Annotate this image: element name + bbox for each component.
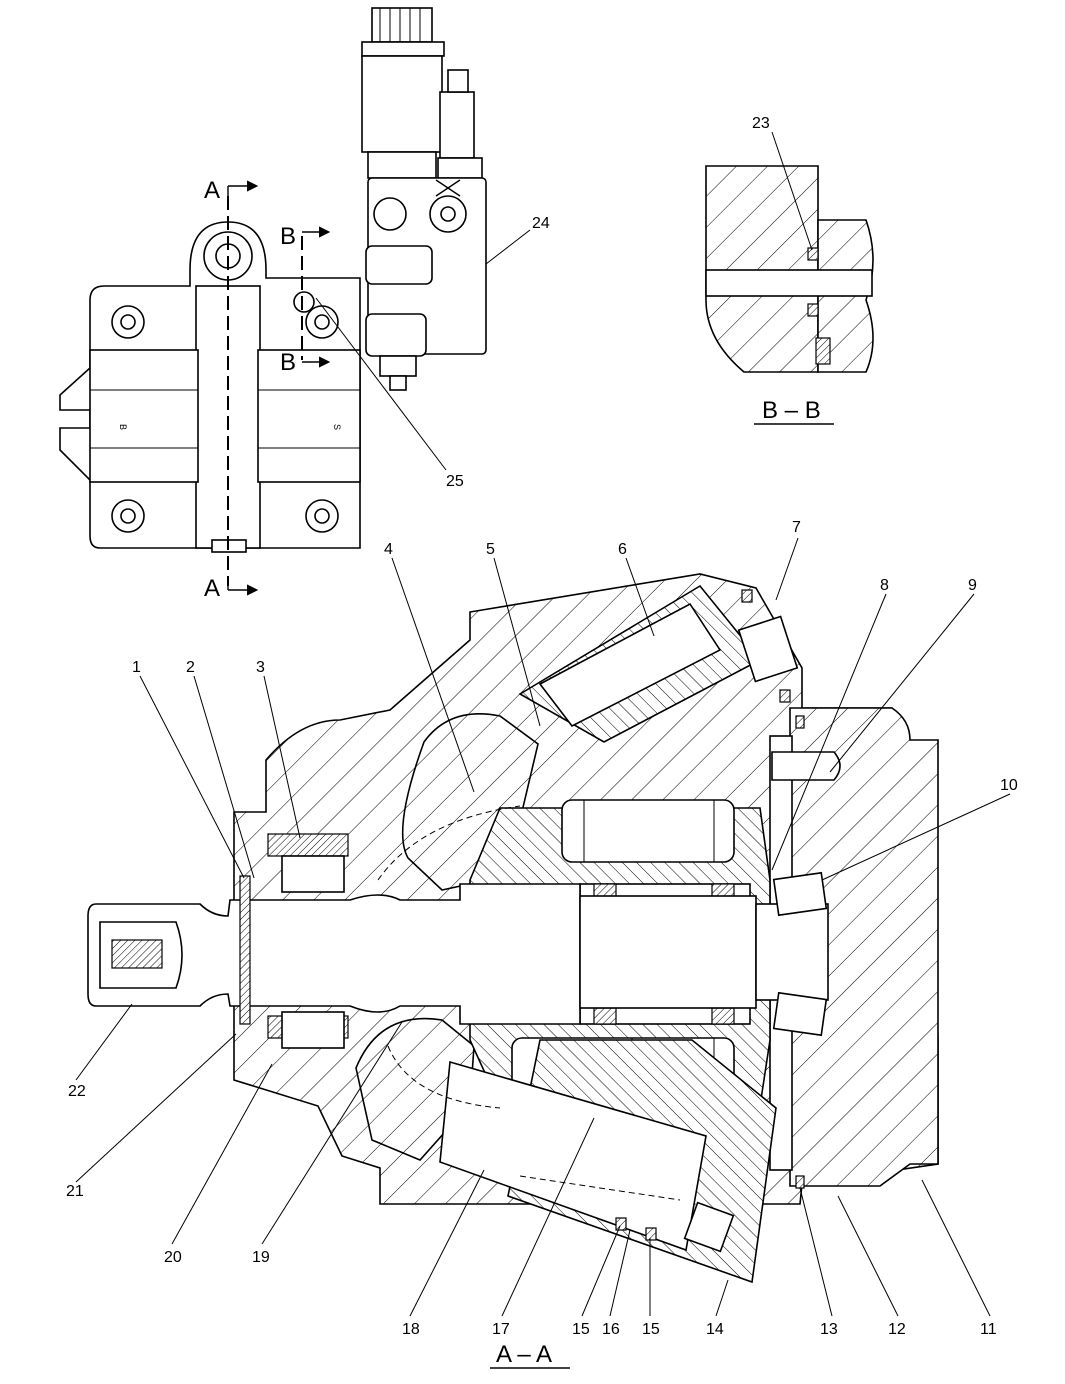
callout-10: 10	[1000, 777, 1018, 794]
callout-18: 18	[402, 1321, 420, 1338]
callout-14: 14	[706, 1321, 724, 1338]
section-b-b	[705, 131, 874, 425]
callout-5: 5	[486, 541, 495, 558]
callout-9: 9	[968, 577, 977, 594]
section-mark-b-bottom: B	[280, 349, 296, 376]
section-a-a	[87, 573, 939, 1369]
section-mark-a-top: A	[204, 177, 220, 204]
callout-23: 23	[752, 115, 770, 132]
callout-15-right: 15	[642, 1321, 660, 1338]
callout-6: 6	[618, 541, 627, 558]
leader-lines	[75, 537, 1011, 1317]
callout-7: 7	[792, 519, 801, 536]
callout-22: 22	[68, 1083, 86, 1100]
callout-13: 13	[820, 1321, 838, 1338]
callouts: 1 2 3 4 5 6 7 8 9 10 11 12 13 14 15 16 1…	[66, 115, 1018, 1338]
solenoid-valve	[361, 7, 487, 391]
top-view: B S A A B B	[59, 7, 531, 602]
callout-19: 19	[252, 1249, 270, 1266]
callout-2: 2	[186, 659, 195, 676]
callout-16: 16	[602, 1321, 620, 1338]
callout-25: 25	[446, 473, 464, 490]
callout-20: 20	[164, 1249, 182, 1266]
section-title-a-a: A – A	[496, 1341, 552, 1368]
callout-12: 12	[888, 1321, 906, 1338]
section-mark-a-bottom: A	[204, 575, 220, 602]
section-mark-b-top: B	[280, 223, 296, 250]
callout-4: 4	[384, 541, 393, 558]
pump-body-top: B S	[59, 221, 361, 553]
callout-15-left: 15	[572, 1321, 590, 1338]
callout-11: 11	[980, 1321, 997, 1338]
port-label-s: S	[332, 424, 342, 430]
callout-3: 3	[256, 659, 265, 676]
callout-21: 21	[66, 1183, 84, 1200]
callout-1: 1	[132, 659, 141, 676]
section-title-b-b: B – B	[762, 397, 821, 424]
callout-17: 17	[492, 1321, 510, 1338]
callout-24: 24	[532, 215, 550, 232]
port-label-b: B	[118, 424, 128, 430]
callout-8: 8	[880, 577, 889, 594]
